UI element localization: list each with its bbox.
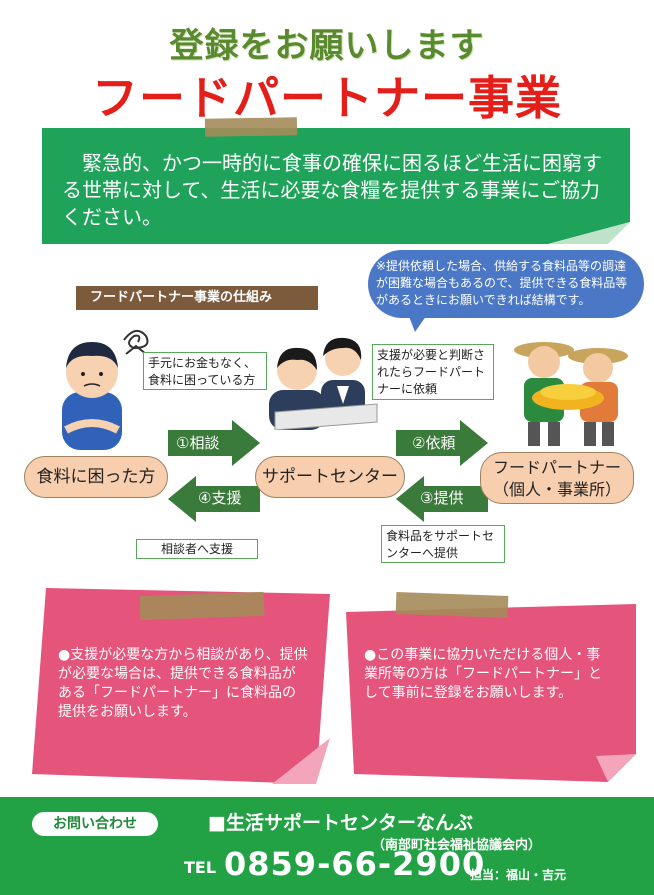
org-name: ■生活サポートセンターなんぶ: [208, 812, 473, 834]
page-subtitle: 登録をお願いします: [169, 26, 485, 66]
note-bubble-tail: [405, 306, 433, 332]
arrow-provide-label: ③提供: [420, 489, 464, 507]
arrow-request-label: ②依頼: [412, 434, 456, 452]
arrow-support-label: ④支援: [198, 489, 242, 507]
troubled-person-illustration: [62, 342, 122, 450]
intro-card: [42, 128, 630, 244]
left-card-shape: [32, 588, 330, 784]
contact-label: お問い合わせ: [32, 812, 158, 836]
tel-label: TEL: [184, 858, 217, 877]
page-title: フードパートナー事業: [92, 71, 562, 125]
arrow-consult-label: ①相談: [176, 434, 220, 452]
staff-names: 担当：福山・吉元: [470, 868, 567, 882]
node-food-partner-line2: （個人・事業所）: [492, 480, 621, 499]
arrow-consult: [168, 420, 260, 466]
person-caption: 手元にお金もなく、食料に困っている方: [143, 352, 267, 390]
worry-scribble-icon: [123, 329, 149, 355]
right-card-text: ●この事業に協力いただける個人・事業所等の方は「フードパートナー」として事前に登…: [364, 647, 602, 701]
tape-decoration: [395, 592, 509, 618]
tape-decoration: [139, 591, 265, 621]
node-food-partner-line1: フードパートナー: [492, 458, 621, 477]
intro-text: 緊急的、かつ一時的に食事の確保に困るほど生活に困窮する世帯に対して、生活に必要な…: [62, 151, 602, 229]
node-food-partner: フードパートナー （個人・事業所）: [480, 452, 634, 504]
provide-caption: 食料品をサポートセンターへ提供: [381, 525, 505, 563]
arrow-request: [396, 420, 488, 466]
arrow-provide: [396, 476, 488, 522]
tel-number[interactable]: 0859-66-2900: [224, 845, 486, 883]
node-support-center: サポートセンター: [255, 456, 405, 498]
note-text: ※提供依頼した場合、供給する食料品等の調達が困難な場合もあるので、提供できる食料…: [376, 259, 628, 307]
intro-page-curl: [548, 222, 630, 244]
org-subname: （南部町社会福祉協議会内）: [372, 838, 542, 853]
farmers-illustration: [514, 342, 628, 446]
support-staff-illustration: [269, 337, 378, 430]
support-caption: 相談者へ支援: [136, 539, 258, 559]
arrow-support: [168, 476, 260, 522]
center-caption: 支援が必要と判断されたらフードパートナーに依頼: [372, 344, 494, 400]
section-title: フードパートナー事業の仕組み: [76, 286, 318, 310]
tape-decoration: [204, 117, 298, 137]
node-needy-person: 食料に困った方: [24, 456, 168, 498]
right-card-shape: [346, 604, 636, 782]
left-card-text: ●支援が必要な方から相談があり、提供が必要な場合は、提供できる食料品がある「フー…: [58, 647, 308, 720]
